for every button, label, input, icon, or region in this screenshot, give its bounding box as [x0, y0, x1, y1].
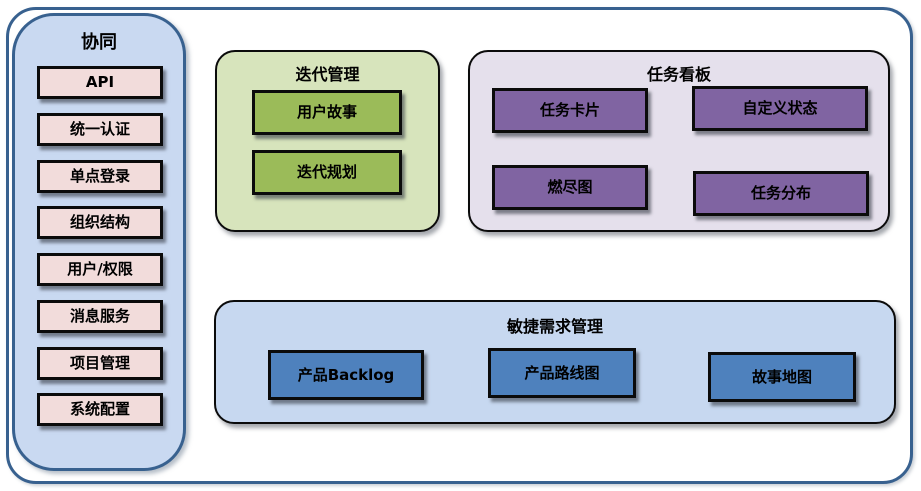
- panel-task-board: 任务看板 任务卡片 自定义状态 燃尽图 任务分布: [468, 50, 890, 232]
- node-custom-status: 自定义状态: [692, 86, 868, 131]
- sidebar-title: 协同: [81, 32, 117, 53]
- sidebar-item-org-structure: 组织结构: [37, 206, 163, 239]
- sidebar-item-api: API: [37, 66, 163, 99]
- node-user-story: 用户故事: [252, 90, 402, 135]
- node-story-map: 故事地图: [708, 352, 856, 402]
- sidebar-item-single-sign-on: 单点登录: [37, 160, 163, 193]
- panel-task-board-title: 任务看板: [646, 65, 711, 84]
- panel-iteration-title: 迭代管理: [295, 65, 360, 84]
- sidebar-item-project-management: 项目管理: [37, 347, 163, 380]
- sidebar-collaboration-panel: 协同 API 统一认证 单点登录 组织结构 用户/权限 消息服务 项目管理 系统…: [12, 13, 186, 471]
- node-product-backlog: 产品Backlog: [268, 350, 424, 400]
- panel-agile-requirements-title: 敏捷需求管理: [506, 317, 603, 336]
- node-burndown-chart: 燃尽图: [492, 165, 648, 210]
- node-task-distribution: 任务分布: [693, 171, 869, 216]
- panel-iteration-management: 迭代管理 用户故事 迭代规划: [215, 50, 440, 232]
- node-product-roadmap: 产品路线图: [488, 348, 636, 398]
- node-task-card: 任务卡片: [492, 88, 648, 133]
- sidebar-item-unified-auth: 统一认证: [37, 113, 163, 146]
- sidebar-item-user-permissions: 用户/权限: [37, 253, 163, 286]
- sidebar-item-system-config: 系统配置: [37, 393, 163, 426]
- sidebar-item-message-service: 消息服务: [37, 300, 163, 333]
- node-iteration-planning: 迭代规划: [252, 150, 402, 195]
- panel-agile-requirements: 敏捷需求管理 产品Backlog 产品路线图 故事地图: [214, 300, 896, 424]
